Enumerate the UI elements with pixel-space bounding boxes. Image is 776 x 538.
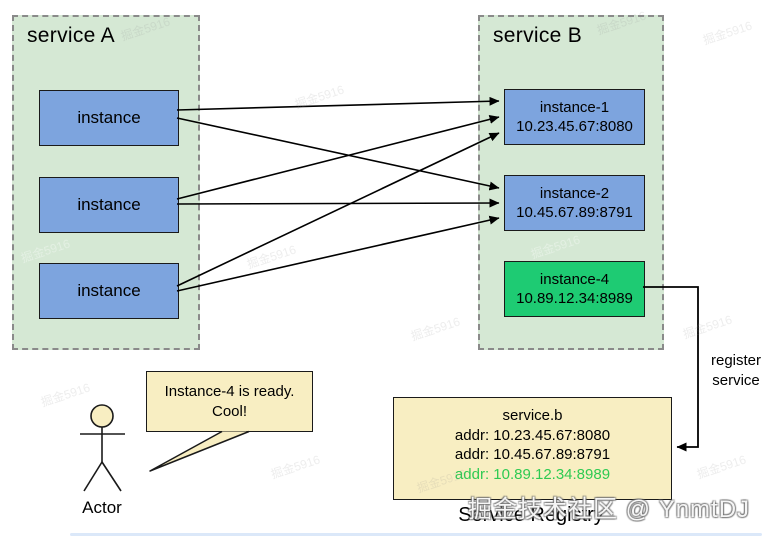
instance-name: instance-2 [539,185,610,202]
service-b-title: service B [493,24,583,47]
service-registry-caption: Service Registry [458,504,604,526]
service-a-instance-1: instance [39,90,179,146]
small-watermark: 掘金5916 [409,314,462,344]
speech-bubble-tail [149,430,250,472]
small-watermark: 掘金5916 [701,18,754,48]
service-b-instance-1: instance-1 10.23.45.67:8080 [504,89,645,145]
actor-label: Actor [82,498,122,517]
actor-figure [80,404,125,492]
small-watermark: 掘金5916 [293,82,346,112]
registry-entry: addr: 10.23.45.67:8080 [454,426,611,444]
service-b-container: service B instance-1 10.23.45.67:8080 in… [478,15,664,350]
actor-head [90,404,114,428]
arrow-a3-to-b1 [176,132,500,287]
call-arrows [176,96,500,292]
small-watermark: 掘金5916 [695,452,748,482]
service-a-container: service A instance instance instance [12,15,200,350]
register-service-label: register service [710,352,762,389]
service-registry-box: service.b addr: 10.23.45.67:8080 addr: 1… [393,397,672,500]
registry-entry: addr: 10.45.67.89:8791 [454,446,611,463]
small-watermark: 掘金5916 [681,312,734,342]
small-watermark: 掘金5916 [39,380,92,410]
instance-label: instance [77,281,141,300]
registry-service-name: service.b [502,407,563,424]
instance-name: instance-1 [539,99,610,116]
actor-left-leg [83,461,103,492]
instance-name: instance-4 [539,271,610,288]
small-watermark: 掘金5916 [269,452,322,482]
arrow-a1-to-b1 [176,96,500,111]
service-b-instance-2: instance-2 10.45.67.89:8791 [504,175,645,231]
main-watermark: 掘金技术社区 @ YnmtDJ [468,496,751,523]
instance-addr: 10.45.67.89:8791 [516,204,633,221]
instance-label: instance [77,195,141,214]
registry-entry-highlighted: addr: 10.89.12.34:8989 [454,465,611,483]
actor-right-leg [101,461,122,492]
instance-label: instance [77,108,141,127]
instance-addr: 10.89.12.34:8989 [516,290,633,307]
arrow-a1-to-b2 [176,117,500,191]
arrow-a2-to-b2 [176,198,500,208]
service-a-title: service A [27,24,115,47]
speech-line-1: Instance-4 is ready. [164,382,295,400]
arrow-a2-to-b1 [176,114,500,200]
instance-addr: 10.23.45.67:8080 [516,118,633,135]
bottom-blue-line [70,533,762,536]
arrow-a3-to-b2 [176,215,500,292]
speech-bubble: Instance-4 is ready. Cool! [146,371,313,432]
small-watermark: 掘金5916 [245,242,298,272]
speech-line-2: Cool! [211,402,248,420]
service-a-instance-2: instance [39,177,179,233]
service-a-instance-3: instance [39,263,179,319]
service-b-instance-4: instance-4 10.89.12.34:8989 [504,261,645,317]
